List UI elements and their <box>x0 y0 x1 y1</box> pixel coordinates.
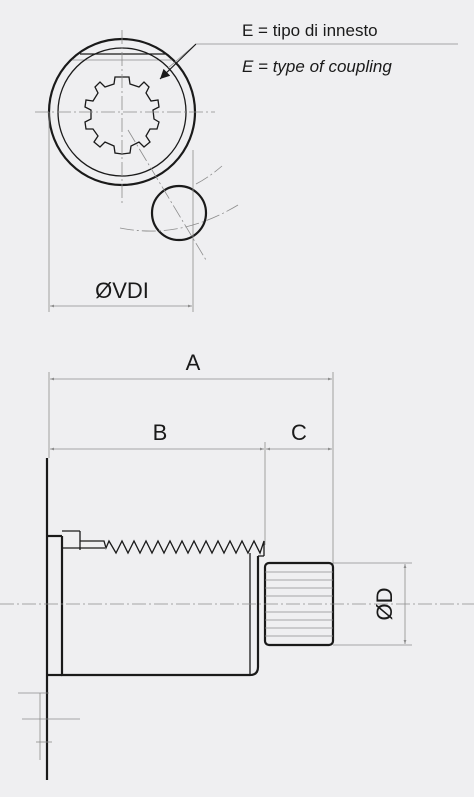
shank-body <box>60 536 260 677</box>
knurl-lines <box>265 571 333 637</box>
dim-vdi-label: ØVDI <box>95 278 149 303</box>
dim-d-label: ØD <box>372 588 397 621</box>
coupling-label-it: E = tipo di innesto <box>242 21 378 40</box>
small-circle <box>150 184 208 242</box>
dim-c-label: C <box>291 420 307 445</box>
thread <box>80 539 265 556</box>
dim-a-label: A <box>186 350 201 375</box>
dim-b-label: B <box>153 420 168 445</box>
top-end-view: E = tipo di innesto E = type of coupling… <box>35 21 458 312</box>
coupling-label-en: E = type of coupling <box>242 57 392 76</box>
side-view: A B C <box>0 350 474 780</box>
inner-circle <box>57 47 187 177</box>
